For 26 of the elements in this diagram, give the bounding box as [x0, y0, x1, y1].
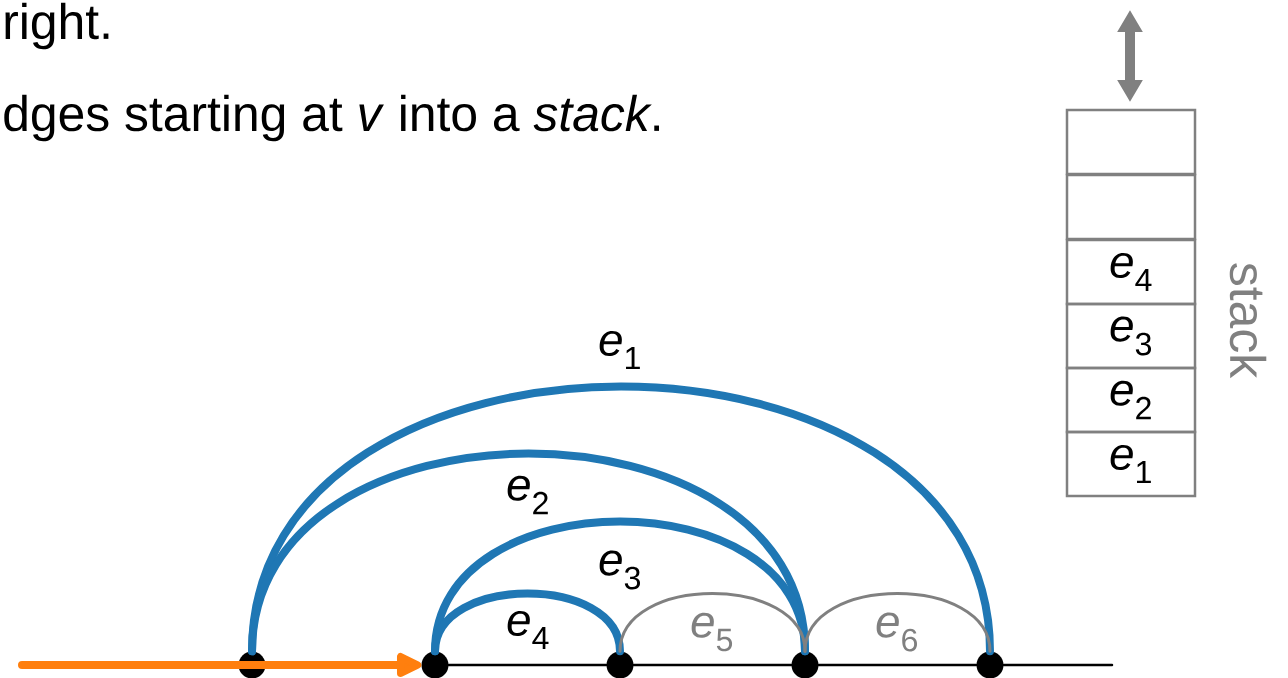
line: [817, 663, 978, 667]
side-label: stack: [1229, 263, 1267, 379]
edge-label: e$_{2}$: [507, 475, 548, 515]
stack-cell: e$_{3}$: [1065, 302, 1197, 370]
stack-cell: e$_{4}$: [1065, 238, 1197, 306]
edge-label: e$_{5}$: [691, 612, 733, 652]
edge-label: e$_{4}$: [507, 610, 549, 650]
stack-cell: [1065, 108, 1197, 176]
arc: [248, 382, 994, 656]
arc: [618, 592, 807, 653]
arrow: [18, 653, 422, 677]
arc: [431, 589, 624, 656]
edge-label: e$_{6}$: [876, 612, 917, 652]
body-text: dges starting at v into a stack.: [4, 94, 659, 142]
arc: [803, 592, 992, 653]
line: [632, 663, 793, 667]
line: [447, 663, 608, 667]
stack-cell: e$_{1}$: [1065, 430, 1197, 498]
line: [1002, 663, 1114, 667]
body-text: right.: [5, 2, 109, 50]
edge-label: e$_{3}$: [599, 550, 640, 590]
arc: [248, 449, 809, 656]
stack-cell: e$_{2}$: [1065, 366, 1197, 434]
edge-label: e$_{1}$: [599, 330, 640, 370]
arc: [431, 517, 809, 656]
stack-cell: [1065, 173, 1197, 241]
